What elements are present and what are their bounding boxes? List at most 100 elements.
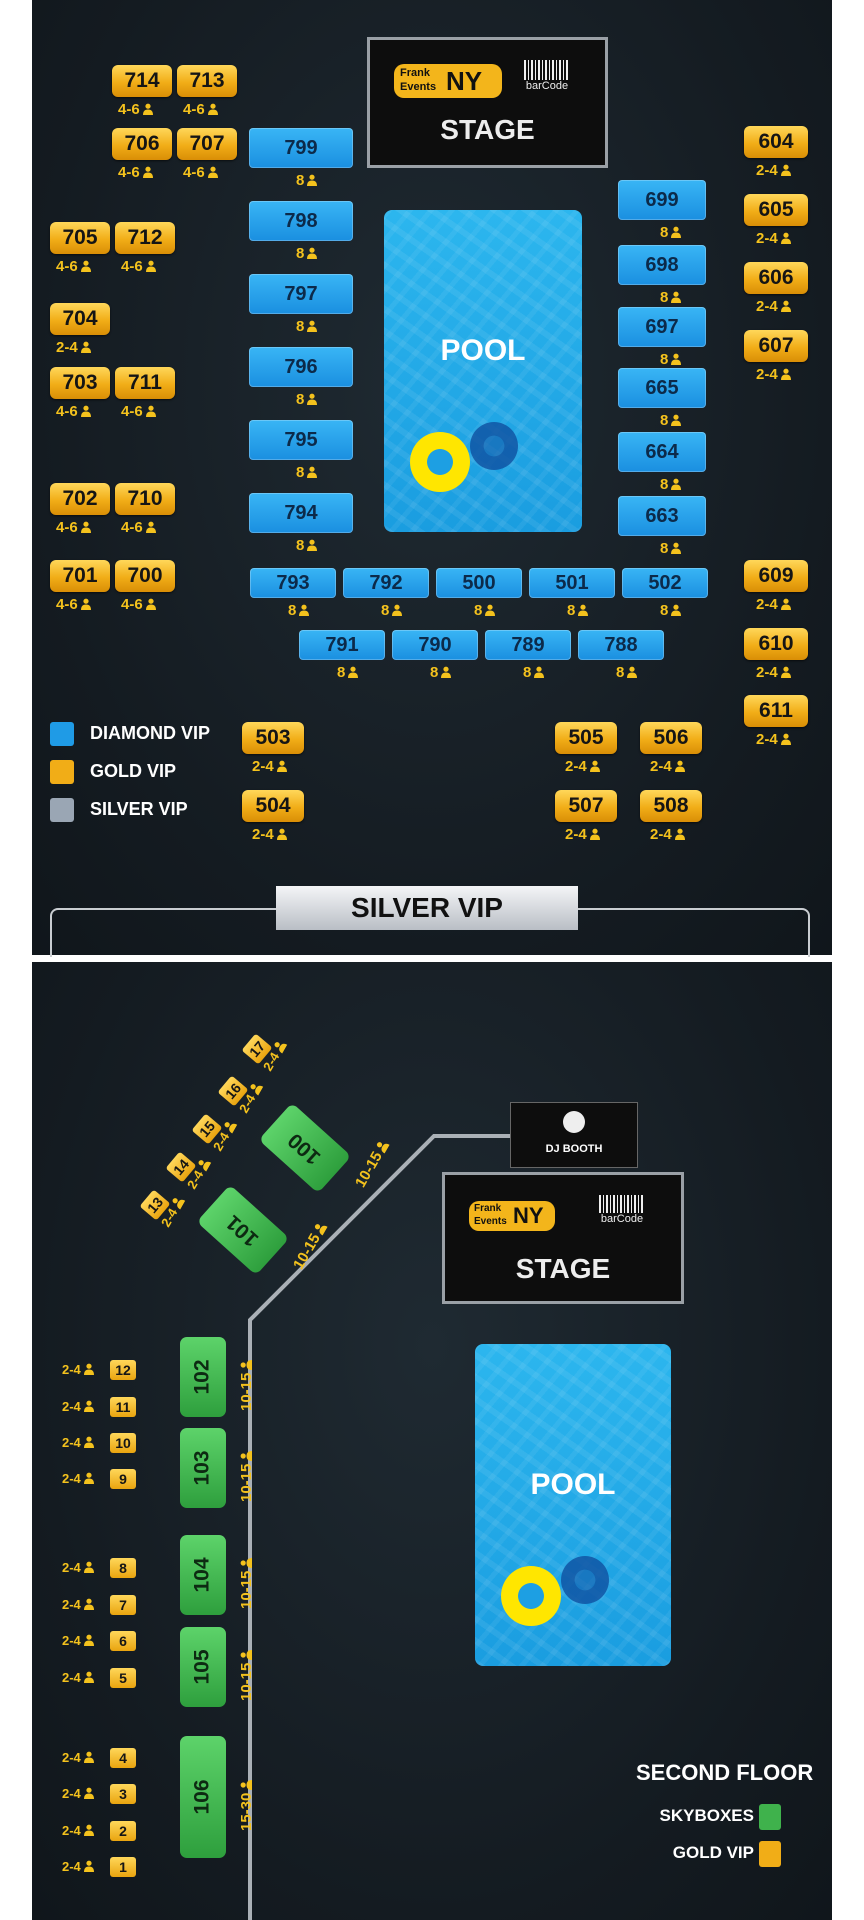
diamond-table-790[interactable]: 790: [392, 630, 478, 660]
diamond-table-796[interactable]: 796: [249, 347, 353, 387]
capacity-11: 2-4: [62, 1399, 95, 1414]
capacity-10: 2-4: [62, 1435, 95, 1450]
gold-table-702[interactable]: 702: [50, 483, 110, 515]
capacity-794: 8: [296, 537, 318, 554]
gold-table-700[interactable]: 700: [115, 560, 175, 592]
swim-ring-icon: [410, 432, 470, 492]
capacity-700: 4-6: [121, 596, 157, 613]
gold-table-711[interactable]: 711: [115, 367, 175, 399]
gold-table-11[interactable]: 11: [110, 1397, 136, 1417]
gold-table-610[interactable]: 610: [744, 628, 808, 660]
diamond-table-795[interactable]: 795: [249, 420, 353, 460]
diamond-table-665[interactable]: 665: [618, 368, 706, 408]
gold-table-1[interactable]: 1: [110, 1857, 136, 1877]
diamond-table-698[interactable]: 698: [618, 245, 706, 285]
diamond-table-789[interactable]: 789: [485, 630, 571, 660]
skybox-106[interactable]: 106: [180, 1736, 226, 1858]
gold-table-2[interactable]: 2: [110, 1821, 136, 1841]
capacity-607: 2-4: [756, 366, 792, 383]
capacity-7: 2-4: [62, 1597, 95, 1612]
gold-table-712[interactable]: 712: [115, 222, 175, 254]
gold-table-508[interactable]: 508: [640, 790, 702, 822]
gold-table-8[interactable]: 8: [110, 1558, 136, 1578]
capacity-796: 8: [296, 391, 318, 408]
stage-top: Frank Events NY barCode STAGE: [367, 37, 608, 168]
gold-table-701[interactable]: 701: [50, 560, 110, 592]
gold-table-6[interactable]: 6: [110, 1631, 136, 1651]
skybox-103[interactable]: 103: [180, 1428, 226, 1508]
capacity-788: 8: [616, 664, 638, 681]
second-legend-label-2: GOLD VIP: [672, 1843, 754, 1862]
skybox-106-label: 106: [190, 1779, 214, 1815]
capacity-13: 2-4: [158, 1194, 187, 1230]
gold-table-710[interactable]: 710: [115, 483, 175, 515]
gold-table-706[interactable]: 706: [112, 128, 172, 160]
skybox-102[interactable]: 102: [180, 1337, 226, 1417]
gold-table-607[interactable]: 607: [744, 330, 808, 362]
second-legend-swatch-2: [759, 1841, 781, 1867]
gold-table-505[interactable]: 505: [555, 722, 617, 754]
gold-table-606[interactable]: 606: [744, 262, 808, 294]
gold-table-705[interactable]: 705: [50, 222, 110, 254]
skybox-105[interactable]: 105: [180, 1627, 226, 1707]
capacity-105: 10-15: [238, 1649, 255, 1701]
gold-table-3[interactable]: 3: [110, 1784, 136, 1804]
capacity-14: 2-4: [184, 1156, 213, 1192]
gold-table-12[interactable]: 12: [110, 1360, 136, 1380]
capacity-2: 2-4: [62, 1823, 95, 1838]
gold-table-9[interactable]: 9: [110, 1469, 136, 1489]
gold-table-4[interactable]: 4: [110, 1748, 136, 1768]
gold-table-707[interactable]: 707: [177, 128, 237, 160]
capacity-711: 4-6: [121, 403, 157, 420]
gold-table-704[interactable]: 704: [50, 303, 110, 335]
gold-table-507[interactable]: 507: [555, 790, 617, 822]
gold-table-604[interactable]: 604: [744, 126, 808, 158]
diamond-table-502[interactable]: 502: [622, 568, 708, 598]
diamond-table-500[interactable]: 500: [436, 568, 522, 598]
capacity-697: 8: [660, 351, 682, 368]
capacity-500: 8: [474, 602, 496, 619]
gold-table-7[interactable]: 7: [110, 1595, 136, 1615]
gold-table-714[interactable]: 714: [112, 65, 172, 97]
pool-label: POOL: [440, 334, 526, 367]
gold-table-10[interactable]: 10: [110, 1433, 136, 1453]
capacity-504: 2-4: [252, 826, 288, 843]
barcode-logo-2: barCode: [599, 1195, 645, 1239]
gold-table-503[interactable]: 503: [242, 722, 304, 754]
silver-vip-banner: SILVER VIP: [276, 886, 578, 930]
diamond-table-699[interactable]: 699: [618, 180, 706, 220]
gold-table-506[interactable]: 506: [640, 722, 702, 754]
skybox-104[interactable]: 104: [180, 1535, 226, 1615]
diamond-table-501[interactable]: 501: [529, 568, 615, 598]
capacity-102: 10-15: [238, 1359, 255, 1411]
diamond-table-663[interactable]: 663: [618, 496, 706, 536]
diamond-table-788[interactable]: 788: [578, 630, 664, 660]
logo-ny-2: NY: [513, 1203, 544, 1228]
diamond-table-793[interactable]: 793: [250, 568, 336, 598]
gold-table-5[interactable]: 5: [110, 1668, 136, 1688]
diamond-table-799[interactable]: 799: [249, 128, 353, 168]
dj-booth-label: DJ BOOTH: [545, 1143, 603, 1155]
gold-table-703[interactable]: 703: [50, 367, 110, 399]
pool-bottom: POOL: [475, 1344, 671, 1666]
capacity-795: 8: [296, 464, 318, 481]
diamond-table-798[interactable]: 798: [249, 201, 353, 241]
skybox-105-label: 105: [190, 1649, 214, 1685]
diamond-table-797[interactable]: 797: [249, 274, 353, 314]
gold-table-713[interactable]: 713: [177, 65, 237, 97]
capacity-103: 10-15: [238, 1450, 255, 1502]
capacity-702: 4-6: [56, 519, 92, 536]
diamond-table-791[interactable]: 791: [299, 630, 385, 660]
gold-table-609[interactable]: 609: [744, 560, 808, 592]
diamond-table-697[interactable]: 697: [618, 307, 706, 347]
diamond-table-792[interactable]: 792: [343, 568, 429, 598]
gold-table-504[interactable]: 504: [242, 790, 304, 822]
capacity-8: 2-4: [62, 1560, 95, 1575]
capacity-100: 10-15: [352, 1137, 393, 1191]
silver-vip-banner-text: SILVER VIP: [351, 892, 503, 923]
diamond-table-794[interactable]: 794: [249, 493, 353, 533]
gold-table-605[interactable]: 605: [744, 194, 808, 226]
capacity-604: 2-4: [756, 162, 792, 179]
diamond-table-664[interactable]: 664: [618, 432, 706, 472]
gold-table-611[interactable]: 611: [744, 695, 808, 727]
